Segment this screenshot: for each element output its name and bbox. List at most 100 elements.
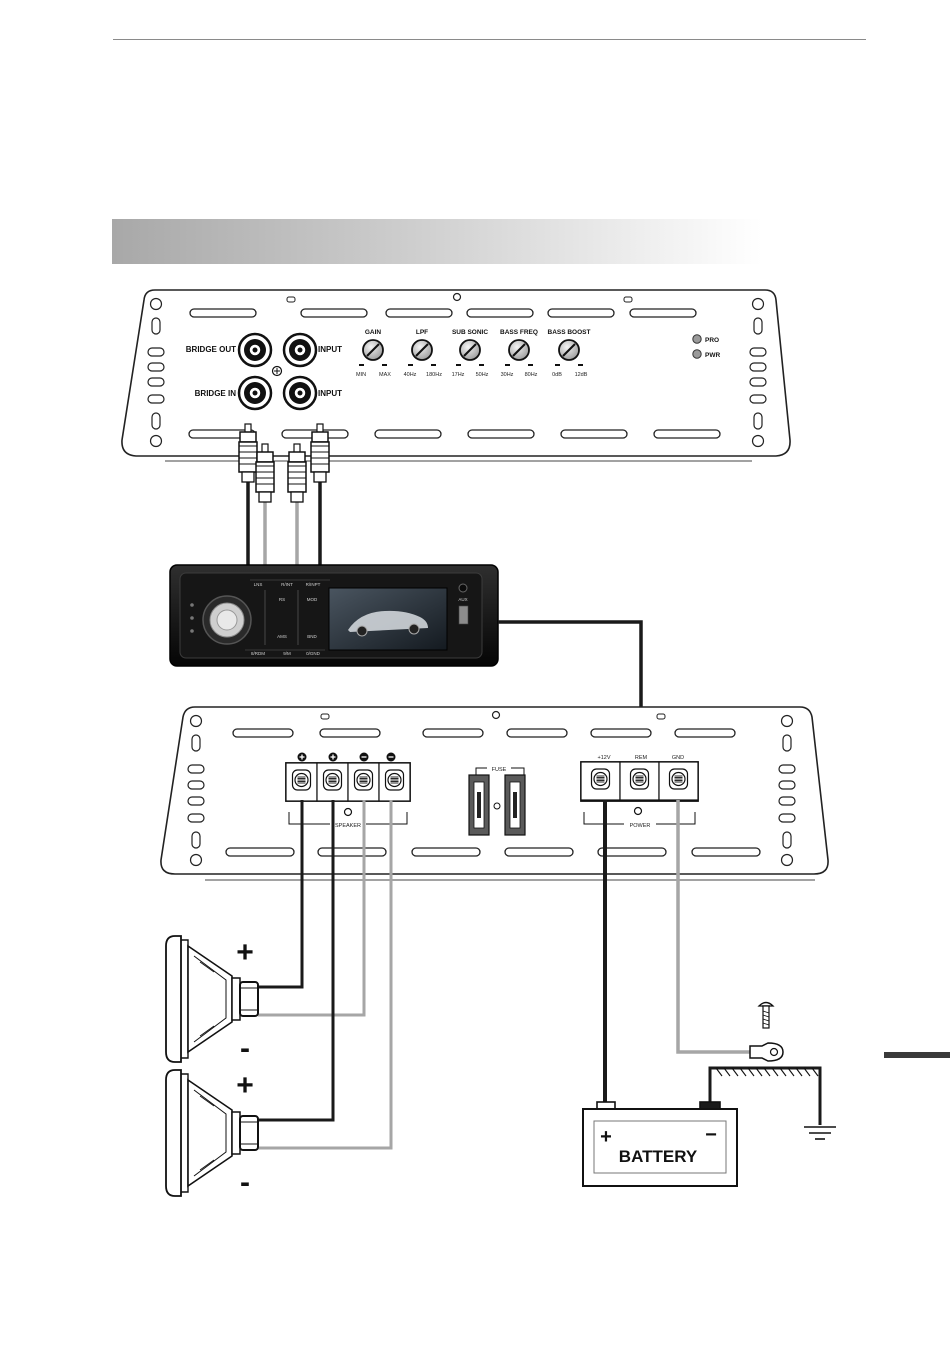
bottom-right-hole-5 [779,814,795,822]
label-pwr: PWR [705,352,720,359]
amplifier-bottom-panel: SPEAKER FUSE +12V REM GND POWER [161,707,828,880]
hu-indicator-3 [190,629,194,633]
top-left-hole-7 [151,436,162,447]
hu-label-bnd: BND [307,634,317,639]
hu-indicator-2 [190,616,194,620]
hu-label-lns: LNS [254,582,263,587]
power-block-screw [635,808,642,815]
speaker-cone [188,1080,232,1186]
battery: + − BATTERY [583,1102,737,1186]
bottom-right-hole-2 [779,765,795,773]
top-left-hole-1 [152,318,160,334]
top-left-hole-3 [148,363,164,371]
bottom-left-hole-2 [188,765,204,773]
fuse-screw [494,803,500,809]
bottom-right-hole-4 [779,797,795,805]
hu-label-rint: R/INT [281,582,293,587]
bottom-left-hole-1 [192,735,200,751]
bottom-right-hole-1 [783,735,791,751]
top-left-hole-0 [151,299,162,310]
top-slot-lower-4 [561,430,627,438]
minus-polarity-icon [387,753,396,762]
hu-indicator-1 [190,603,194,607]
knob-min-label: 0dB [552,372,562,378]
power-terminal-1 [581,762,620,800]
bottom-slot-upper-5 [675,729,735,737]
speaker-terminal-1 [286,763,317,801]
top-right-hole-5 [750,395,766,403]
bottom-right-hole-6 [783,832,791,848]
hu-label-gnd: 0/GND [306,651,321,656]
top-right-hole-1 [754,318,762,334]
speaker-block-screw [345,809,352,816]
aux-jack-icon [459,584,467,592]
top-right-hole-4 [750,378,766,386]
top-slot-upper-1 [301,309,367,317]
knob-label: GAIN [365,329,382,336]
knob-max-label: 12dB [575,372,588,378]
bottom-right-hole-0 [782,716,793,727]
label-bridge-out: BRIDGE OUT [186,345,236,354]
plus-polarity-icon [329,753,338,762]
knob-min-label: 40Hz [404,372,417,378]
knob-tick-max [431,364,436,366]
power-terminal-2 [620,762,659,800]
knob-tick-min [359,364,364,366]
speaker-basket-rim [166,1070,181,1196]
label-12v: +12V [598,755,611,761]
minus-polarity-icon [360,753,369,762]
center-screw-icon [273,367,282,376]
bottom-slot-lower-5 [692,848,760,856]
amp-top-small-slot [287,297,295,302]
bottom-slot-upper-0 [233,729,293,737]
speaker1-minus-sign: - [240,1032,250,1065]
label-pro: PRO [705,337,719,344]
label-input-2: INPUT [318,389,342,398]
hu-label-rs: RS [279,597,285,602]
bottom-slot-upper-4 [591,729,651,737]
bottom-left-hole-6 [192,832,200,848]
led-pro: PRO [693,335,719,344]
amp-top-screw-hole [454,294,461,301]
label-rem: REM [635,755,648,761]
plus-polarity-icon [298,753,307,762]
speaker1-plus-sign: + [236,936,254,969]
knob-tick-min [555,364,560,366]
label-power: POWER [630,823,651,829]
knob-tick-max [382,364,387,366]
power-terminal-3 [659,762,698,800]
rca-jack-input-1 [284,334,316,366]
bottom-left-hole-7 [191,855,202,866]
bottom-right-hole-3 [779,781,795,789]
knob-label: SUB SONIC [452,329,488,336]
led-pwr: PWR [693,350,721,359]
top-slot-lower-2 [375,430,441,438]
top-slot-upper-5 [630,309,696,317]
top-left-hole-6 [152,413,160,429]
battery-minus-sign: − [705,1124,717,1146]
top-slot-upper-2 [386,309,452,317]
bottom-left-hole-5 [188,814,204,822]
knob-max-label: MAX [379,372,391,378]
knob-min-label: 17Hz [452,372,465,378]
top-left-hole-5 [148,395,164,403]
hu-label-rinpt: R/INPT [306,582,321,587]
speaker2-minus-sign: - [240,1166,250,1199]
knob-tick-min [408,364,413,366]
battery-label: BATTERY [619,1147,698,1166]
speaker-terminal-4 [379,763,410,801]
amp-bottom-small-slot-2 [657,714,665,719]
knob-tick-max [578,364,583,366]
top-right-hole-6 [754,413,762,429]
amp-top-small-slot-2 [624,297,632,302]
bottom-left-hole-0 [191,716,202,727]
top-left-hole-2 [148,348,164,356]
knob-label: LPF [416,329,428,336]
volume-knob [203,596,251,644]
speakers [166,936,258,1196]
knob-tick-max [479,364,484,366]
rca-jack-input-2 [284,377,316,409]
top-slot-lower-5 [654,430,720,438]
knob-tick-min [456,364,461,366]
screw-icon [759,1003,773,1029]
